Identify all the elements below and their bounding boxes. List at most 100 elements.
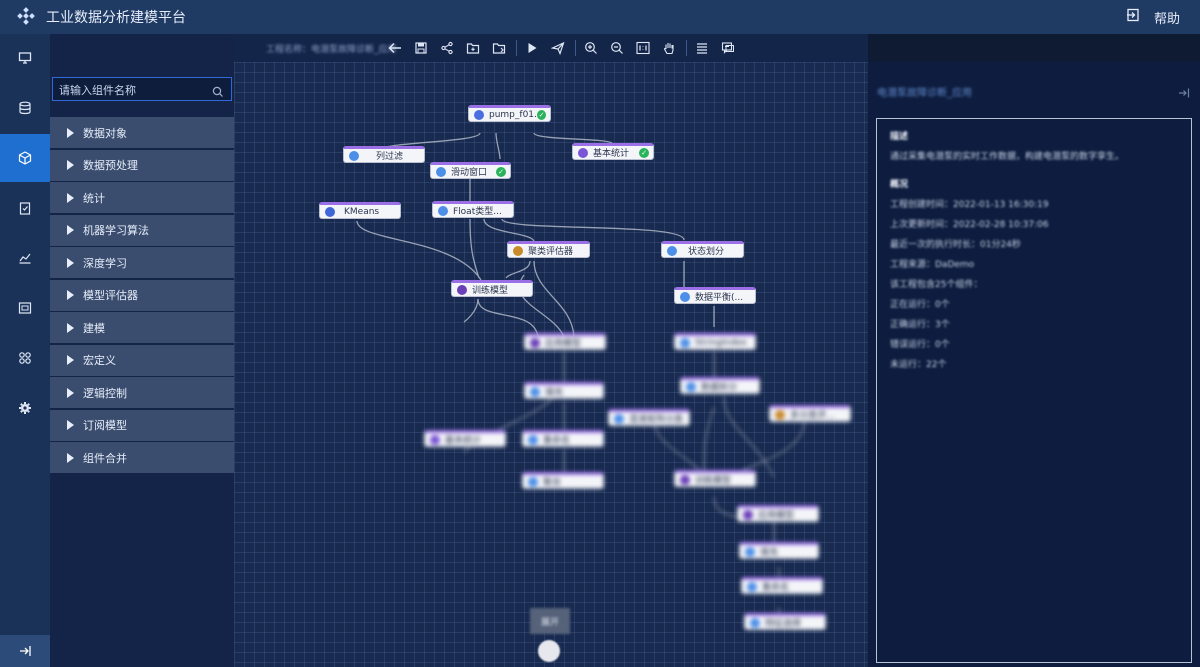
comment-icon [721, 42, 734, 54]
blurred-node[interactable]: 聚合 [522, 472, 604, 489]
category-item[interactable]: 统计 [50, 182, 234, 213]
icon-sidebar [0, 34, 50, 667]
node-basic-stats[interactable]: 基本统计✓ [572, 143, 654, 160]
blurred-node[interactable]: 重命名 [741, 577, 823, 594]
sidebar-item-screen[interactable] [0, 284, 50, 332]
category-item[interactable]: 数据预处理 [50, 149, 234, 181]
blurred-node[interactable]: 混淆矩阵分类 [608, 409, 690, 426]
expand-circle-icon[interactable] [538, 640, 560, 662]
blurred-workflow-region: 应用模型 填充 基本统计 重命名 聚合 StringIndex 数据拆分 混淆矩… [234, 327, 868, 667]
zoom-out-button[interactable] [606, 38, 628, 58]
actual-size-button[interactable] [632, 38, 654, 58]
project-name: 工程名称：电潜泵故障诊断_应用 [266, 45, 397, 55]
publish-button[interactable] [547, 38, 569, 58]
category-item[interactable]: 组件合并 [50, 442, 234, 473]
blurred-node[interactable]: 重命名 [522, 430, 604, 447]
project-info-panel: 电潜泵故障诊断_应用 描述 通过采集电潜泵的实时工作数据，构建电潜泵的数字孪生。… [868, 62, 1200, 667]
import-folder-button[interactable] [462, 38, 484, 58]
app-title: 工业数据分析建模平台 [46, 10, 186, 26]
component-search [52, 77, 232, 102]
caret-right-icon [67, 290, 74, 300]
blurred-node[interactable]: 特征选择 [744, 613, 826, 630]
caret-right-icon [67, 160, 74, 170]
category-item[interactable]: 逻辑控制 [50, 377, 234, 408]
node-data-balance[interactable]: 数据平衡(... [674, 287, 756, 304]
database-icon [19, 101, 31, 115]
category-item[interactable]: 宏定义 [50, 344, 234, 376]
balance-icon [680, 291, 690, 302]
desc-heading: 描述 [890, 132, 909, 142]
blurred-node[interactable]: 多分类评... [769, 405, 851, 422]
blurred-edges [463, 352, 805, 622]
top-bar: 工业数据分析建模平台 帮助 [0, 0, 1200, 34]
blurred-node[interactable]: StringIndex [674, 333, 756, 350]
pan-button[interactable] [658, 38, 680, 58]
sidebar-item-components[interactable] [0, 134, 50, 182]
node-pump-dataset[interactable]: pump_f01...✓ [468, 105, 551, 122]
node-column-filter[interactable]: 列过滤 [343, 146, 425, 163]
workflow-canvas[interactable]: pump_f01...✓ 列过滤 基本统计✓ 滑动窗口✓ KMeans Floa… [234, 62, 868, 667]
share-button[interactable] [436, 38, 458, 58]
sidebar-item-apps[interactable] [0, 334, 50, 382]
caret-right-icon [67, 257, 74, 268]
category-item[interactable]: 机器学习算法 [50, 214, 234, 246]
search-input[interactable] [53, 78, 211, 102]
sidebar-item-tasks[interactable] [0, 184, 50, 232]
collapse-sidebar-button[interactable] [0, 635, 50, 667]
category-item[interactable]: 模型评估器 [50, 279, 234, 311]
blurred-node[interactable]: 应用模型 [524, 333, 606, 350]
logout-icon[interactable] [1126, 8, 1140, 26]
category-item[interactable]: 订阅模型 [50, 409, 234, 441]
caret-right-icon [67, 192, 74, 203]
run-button[interactable] [521, 38, 543, 58]
list-icon [697, 43, 707, 54]
desc-text: 通过采集电潜泵的实时工作数据，构建电潜泵的数字孪生。 [890, 152, 1125, 162]
node-float-type[interactable]: Float类型... [432, 201, 514, 218]
category-item[interactable]: 深度学习 [50, 247, 234, 278]
node-sliding-window[interactable]: 滑动窗口✓ [430, 162, 511, 179]
blurred-node[interactable]: 数据拆分 [680, 377, 760, 394]
sidebar-item-settings[interactable] [0, 384, 50, 432]
help-link[interactable]: 帮助 [1153, 11, 1180, 27]
overview-heading: 概况 [890, 180, 909, 190]
node-train-model[interactable]: 训练模型 [451, 280, 533, 297]
success-check-icon: ✓ [496, 166, 506, 177]
category-item[interactable]: 数据对象 [50, 117, 234, 148]
expand-button[interactable]: 展开 [530, 608, 570, 634]
blurred-node[interactable]: 应用模型 [737, 505, 819, 522]
gear-icon [19, 402, 31, 414]
overview-line: 正确运行：3个 [890, 320, 950, 330]
node-cluster-evaluator[interactable]: 聚类评估器 [507, 241, 590, 258]
blurred-node[interactable]: 基本统计 [424, 430, 506, 447]
zoom-in-button[interactable] [580, 38, 602, 58]
function-icon [438, 205, 448, 216]
sidebar-item-database[interactable] [0, 84, 50, 132]
caret-right-icon [67, 420, 74, 430]
category-item[interactable]: 建模 [50, 312, 234, 343]
blurred-node[interactable]: 训练模型 [674, 470, 756, 487]
sidebar-item-analytics[interactable] [0, 234, 50, 282]
toolbar-divider [516, 40, 517, 56]
overview-line: 未运行：22个 [890, 360, 947, 370]
save-icon [415, 42, 427, 54]
save-button[interactable] [410, 38, 432, 58]
list-button[interactable] [691, 38, 713, 58]
caret-right-icon [67, 225, 74, 235]
clipboard-check-icon [19, 202, 31, 215]
blurred-node[interactable]: 填充 [739, 542, 819, 559]
send-icon [551, 41, 565, 55]
overview-line: 最近一次的执行时长：01分24秒 [890, 240, 1021, 250]
back-button[interactable] [384, 38, 406, 58]
search-icon[interactable] [212, 83, 224, 102]
line-chart-icon [19, 253, 31, 264]
node-state-split[interactable]: 状态划分 [661, 241, 744, 258]
panel-title: 电潜泵故障诊断_应用 [877, 88, 972, 99]
node-kmeans[interactable]: KMeans [319, 202, 401, 219]
sidebar-item-monitor[interactable] [0, 34, 50, 82]
comment-button[interactable] [717, 38, 739, 58]
export-folder-button[interactable] [488, 38, 510, 58]
collapse-panel-icon[interactable] [1178, 84, 1190, 103]
info-box: 描述 通过采集电潜泵的实时工作数据，构建电潜泵的数字孪生。 概况 工程创建时间：… [876, 118, 1192, 663]
blurred-node[interactable]: 填充 [524, 382, 604, 399]
overview-line: 正在运行：0个 [890, 300, 950, 310]
